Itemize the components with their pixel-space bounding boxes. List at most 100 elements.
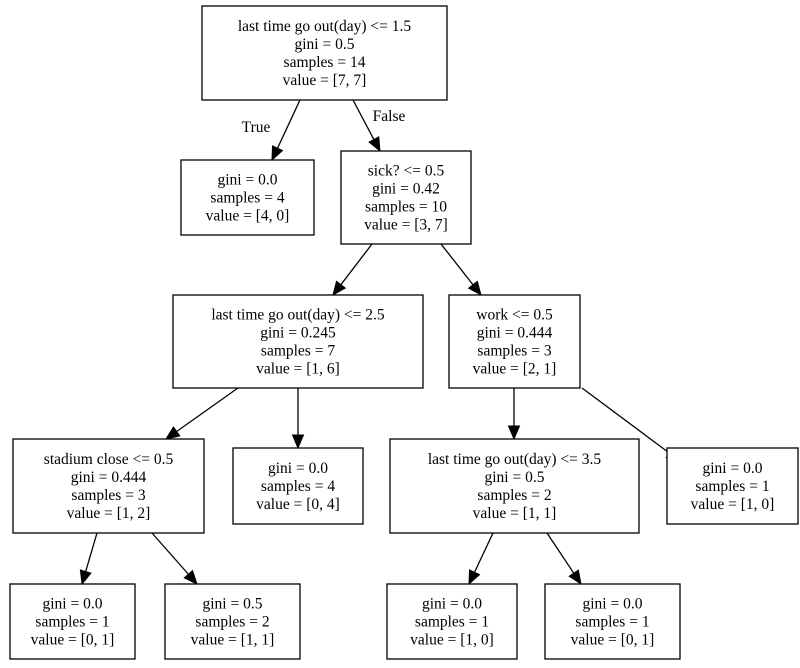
arrowhead-icon xyxy=(164,426,181,440)
arrowhead-icon xyxy=(183,569,198,585)
node-text-line: samples = 3 xyxy=(71,487,145,504)
edge-n7-n12 xyxy=(546,532,582,586)
edge-n2-n3 xyxy=(332,243,373,297)
edge-label: False xyxy=(373,108,406,125)
node-text-line: samples = 1 xyxy=(35,614,109,631)
edge-n5-n10 xyxy=(151,532,198,585)
arrowhead-icon xyxy=(332,280,347,297)
node-text-line: gini = 0.5 xyxy=(203,596,263,613)
node-text-line: gini = 0.0 xyxy=(43,596,103,613)
edge-n3-n5 xyxy=(164,387,239,440)
edge-line xyxy=(151,532,189,575)
arrowhead-icon xyxy=(467,280,482,297)
node-text-line: samples = 1 xyxy=(575,614,649,631)
node-box xyxy=(9,583,136,660)
node-box xyxy=(340,150,472,245)
node-box xyxy=(544,583,681,660)
edge-n2-n4 xyxy=(440,243,482,297)
node-text-line: gini = 0.0 xyxy=(268,460,328,477)
node-text-line: last time go out(day) <= 1.5 xyxy=(238,18,412,35)
edge-line xyxy=(85,532,98,572)
node-text-line: samples = 1 xyxy=(415,614,489,631)
edge-line xyxy=(176,387,239,433)
arrowhead-icon xyxy=(271,145,284,162)
edge-n5-n9 xyxy=(79,532,98,586)
node-text-line: work <= 0.5 xyxy=(476,307,553,324)
node-text-line: value = [1, 2] xyxy=(67,505,151,522)
node-box xyxy=(666,447,799,525)
node-text-line: value = [7, 7] xyxy=(283,72,367,89)
node-text-line: gini = 0.444 xyxy=(477,325,553,342)
node-text-line: samples = 10 xyxy=(365,199,447,216)
node-text-line: value = [2, 1] xyxy=(473,361,557,378)
arrowhead-icon xyxy=(507,425,521,441)
node-text-line: value = [0, 4] xyxy=(256,496,340,513)
node-box xyxy=(180,159,315,236)
node-text-line: value = [1, 1] xyxy=(191,632,275,649)
node-text-line: gini = 0.42 xyxy=(372,181,440,198)
edge-n0-n1: True xyxy=(242,99,301,162)
node-text-line: gini = 0.444 xyxy=(71,469,147,486)
node-text-line: gini = 0.0 xyxy=(703,460,763,477)
edge-label: True xyxy=(242,119,271,136)
node-text-line: sick? <= 0.5 xyxy=(368,163,445,180)
edge-line xyxy=(340,243,373,286)
edge-line xyxy=(473,532,494,573)
node-text-line: gini = 0.5 xyxy=(295,36,355,53)
node-box xyxy=(164,583,301,660)
node-text-line: gini = 0.0 xyxy=(218,172,278,189)
node-text-line: value = [1, 1] xyxy=(473,505,557,522)
node-text-line: last time go out(day) <= 3.5 xyxy=(428,451,602,468)
node-text-line: stadium close <= 0.5 xyxy=(44,451,174,468)
edge-n7-n11 xyxy=(468,532,494,586)
node-box xyxy=(386,583,518,660)
node-text-line: value = [1, 0] xyxy=(691,496,775,513)
edges-layer: True False xyxy=(79,99,682,586)
node-box xyxy=(12,438,205,534)
node-text-line: samples = 14 xyxy=(284,54,366,71)
arrowhead-icon xyxy=(368,136,381,153)
edge-n4-n7 xyxy=(507,388,521,441)
arrowhead-icon xyxy=(79,569,92,586)
node-text-line: samples = 1 xyxy=(695,478,769,495)
node-text-line: gini = 0.0 xyxy=(583,596,643,613)
node-box xyxy=(232,447,364,525)
node-text-line: gini = 0.5 xyxy=(485,469,545,486)
node-text-line: last time go out(day) <= 2.5 xyxy=(211,307,385,324)
node-text-line: value = [1, 6] xyxy=(256,361,340,378)
edge-line xyxy=(581,387,670,454)
node-text-line: value = [4, 0] xyxy=(206,208,290,225)
edge-line xyxy=(440,243,474,286)
node-text-line: gini = 0.245 xyxy=(260,325,336,342)
node-text-line: samples = 2 xyxy=(195,614,269,631)
arrowhead-icon xyxy=(291,434,305,450)
edge-line xyxy=(352,99,375,140)
edge-line xyxy=(546,532,575,574)
node-box xyxy=(172,294,424,389)
node-box xyxy=(448,294,581,389)
edge-line xyxy=(276,99,301,149)
node-text-line: value = [3, 7] xyxy=(364,217,448,234)
node-text-line: gini = 0.0 xyxy=(422,596,482,613)
node-text-line: samples = 4 xyxy=(210,190,284,207)
node-text-line: samples = 7 xyxy=(261,343,335,360)
arrowhead-icon xyxy=(468,569,481,586)
arrowhead-icon xyxy=(568,569,582,586)
node-text-line: value = [0, 1] xyxy=(31,632,115,649)
node-text-line: value = [0, 1] xyxy=(571,632,655,649)
